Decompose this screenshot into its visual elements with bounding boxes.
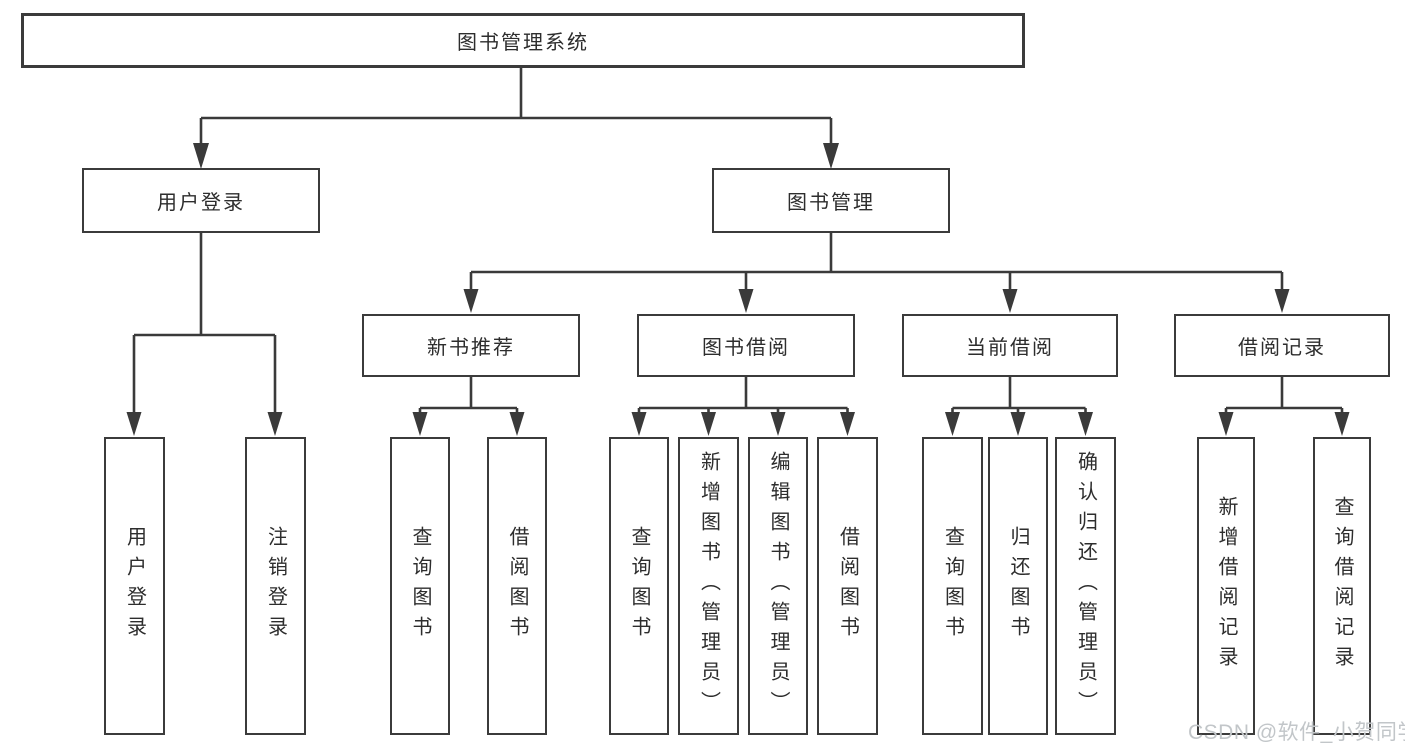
node-borrow-records: 借阅记录 bbox=[1174, 314, 1390, 377]
leaf-confirm-return-admin-label: 确认归还（管理员） bbox=[1074, 451, 1097, 721]
node-new-book-recommend-label: 新书推荐 bbox=[427, 337, 515, 359]
leaf-return-book-label: 归还图书 bbox=[1007, 526, 1029, 646]
leaf-user-login-label: 用户登录 bbox=[123, 526, 146, 646]
node-book-management-label: 图书管理 bbox=[787, 192, 875, 214]
node-book-borrow-label: 图书借阅 bbox=[702, 337, 790, 359]
leaf-query-borrow-record: 查询借阅记录 bbox=[1313, 437, 1371, 735]
node-new-book-recommend: 新书推荐 bbox=[362, 314, 580, 377]
leaf-add-borrow-record-label: 新增借阅记录 bbox=[1215, 496, 1237, 676]
node-current-borrow: 当前借阅 bbox=[902, 314, 1118, 377]
node-book-management: 图书管理 bbox=[712, 168, 950, 233]
leaf-query-books-current: 查询图书 bbox=[922, 437, 983, 735]
leaf-borrow-books-recommend-label: 借阅图书 bbox=[506, 526, 528, 646]
leaf-query-borrow-record-label: 查询借阅记录 bbox=[1331, 496, 1353, 676]
leaf-logout: 注销登录 bbox=[245, 437, 306, 735]
connector-book-borrow-to-leaves bbox=[631, 377, 855, 436]
leaf-query-books-borrow: 查询图书 bbox=[609, 437, 669, 735]
connector-user-login-to-leaves bbox=[126, 233, 283, 436]
leaf-logout-label: 注销登录 bbox=[264, 526, 287, 646]
watermark: CSDN @软件_小贺同学 bbox=[1188, 721, 1405, 744]
node-current-borrow-label: 当前借阅 bbox=[966, 337, 1054, 359]
leaf-borrow-books-recommend: 借阅图书 bbox=[487, 437, 547, 735]
leaf-query-books-recommend-label: 查询图书 bbox=[409, 526, 431, 646]
node-book-borrow: 图书借阅 bbox=[637, 314, 855, 377]
leaf-query-books-recommend: 查询图书 bbox=[390, 437, 450, 735]
leaf-borrow-books-borrow-label: 借阅图书 bbox=[836, 526, 859, 646]
connector-borrow-records-to-leaves bbox=[1218, 377, 1350, 436]
leaf-add-book-admin: 新增图书（管理员） bbox=[678, 437, 739, 735]
leaf-query-books-current-label: 查询图书 bbox=[941, 526, 964, 646]
connector-new-book-recommend-to-leaves bbox=[412, 377, 525, 436]
connector-book-management-to-level3 bbox=[463, 233, 1290, 313]
leaf-confirm-return-admin: 确认归还（管理员） bbox=[1055, 437, 1116, 735]
connector-root-to-level2 bbox=[193, 68, 839, 169]
node-root: 图书管理系统 bbox=[21, 13, 1025, 68]
leaf-edit-book-admin: 编辑图书（管理员） bbox=[748, 437, 808, 735]
leaf-add-borrow-record: 新增借阅记录 bbox=[1197, 437, 1255, 735]
leaf-add-book-admin-label: 新增图书（管理员） bbox=[697, 451, 720, 721]
node-borrow-records-label: 借阅记录 bbox=[1238, 337, 1326, 359]
node-user-login: 用户登录 bbox=[82, 168, 320, 233]
leaf-borrow-books-borrow: 借阅图书 bbox=[817, 437, 878, 735]
node-root-label: 图书管理系统 bbox=[457, 32, 589, 54]
node-user-login-label: 用户登录 bbox=[157, 192, 245, 214]
leaf-user-login: 用户登录 bbox=[104, 437, 165, 735]
leaf-query-books-borrow-label: 查询图书 bbox=[628, 526, 650, 646]
connector-current-borrow-to-leaves bbox=[945, 377, 1093, 436]
leaf-edit-book-admin-label: 编辑图书（管理员） bbox=[767, 451, 789, 721]
leaf-return-book: 归还图书 bbox=[988, 437, 1048, 735]
